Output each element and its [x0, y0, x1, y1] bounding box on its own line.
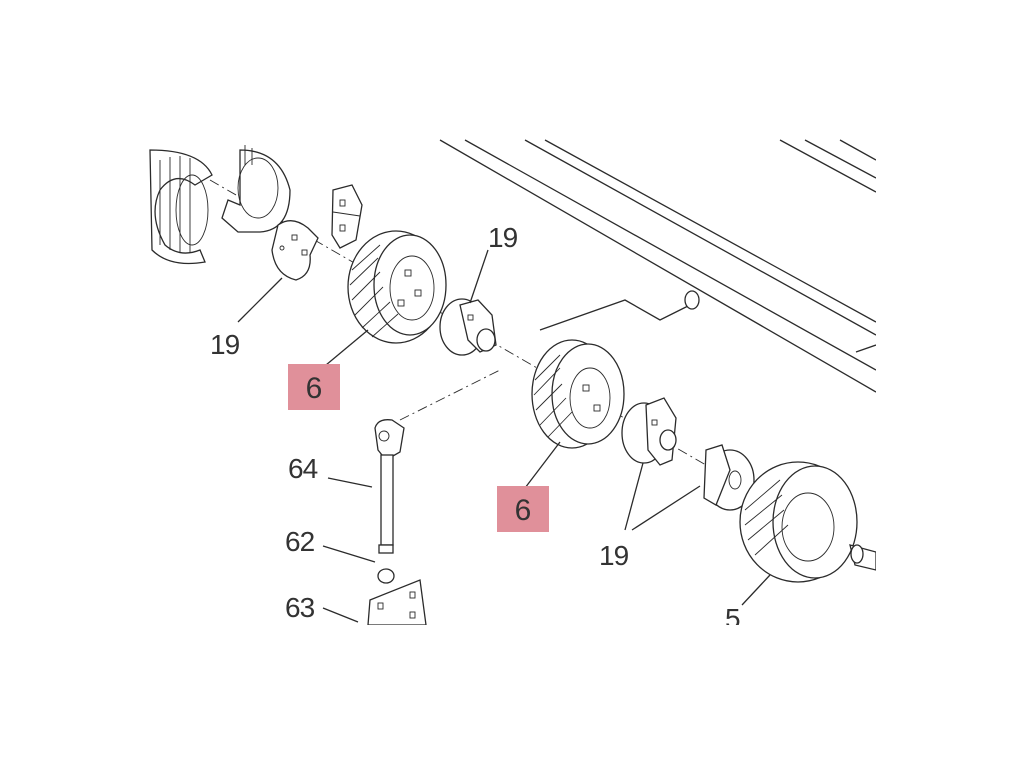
- callout-part-6-lower[interactable]: 6: [497, 486, 549, 532]
- label-part-62: 62: [285, 526, 315, 557]
- label-part-63: 63: [285, 592, 315, 623]
- bracket-top: [331, 184, 363, 249]
- label-part-64: 64: [288, 453, 318, 484]
- callout-part-6-upper[interactable]: 6: [288, 364, 340, 410]
- flange-19-left: [271, 220, 319, 281]
- pulley-top-left: [149, 145, 291, 265]
- callout-part-6-lower-label: 6: [514, 494, 532, 527]
- parts-illustration: [149, 139, 876, 625]
- pulley-6-upper: [347, 230, 447, 344]
- label-part-19-bottom: 19: [599, 540, 629, 571]
- callout-part-6-upper-label: 6: [305, 372, 323, 405]
- frame-rails: [439, 139, 876, 393]
- leader-lines: [237, 249, 771, 623]
- flange-19-lower: [621, 397, 755, 511]
- label-part-5: 5: [725, 603, 741, 626]
- label-part-19-top: 19: [488, 222, 518, 253]
- rod-64-assembly: [367, 419, 427, 625]
- pulley-5: [739, 461, 876, 583]
- flange-19-top: [439, 298, 497, 356]
- label-part-19-left: 19: [210, 329, 240, 360]
- exploded-parts-drawing: 6 6 19 19 19 64 62 63 5: [148, 138, 876, 625]
- pulley-6-lower: [531, 339, 625, 449]
